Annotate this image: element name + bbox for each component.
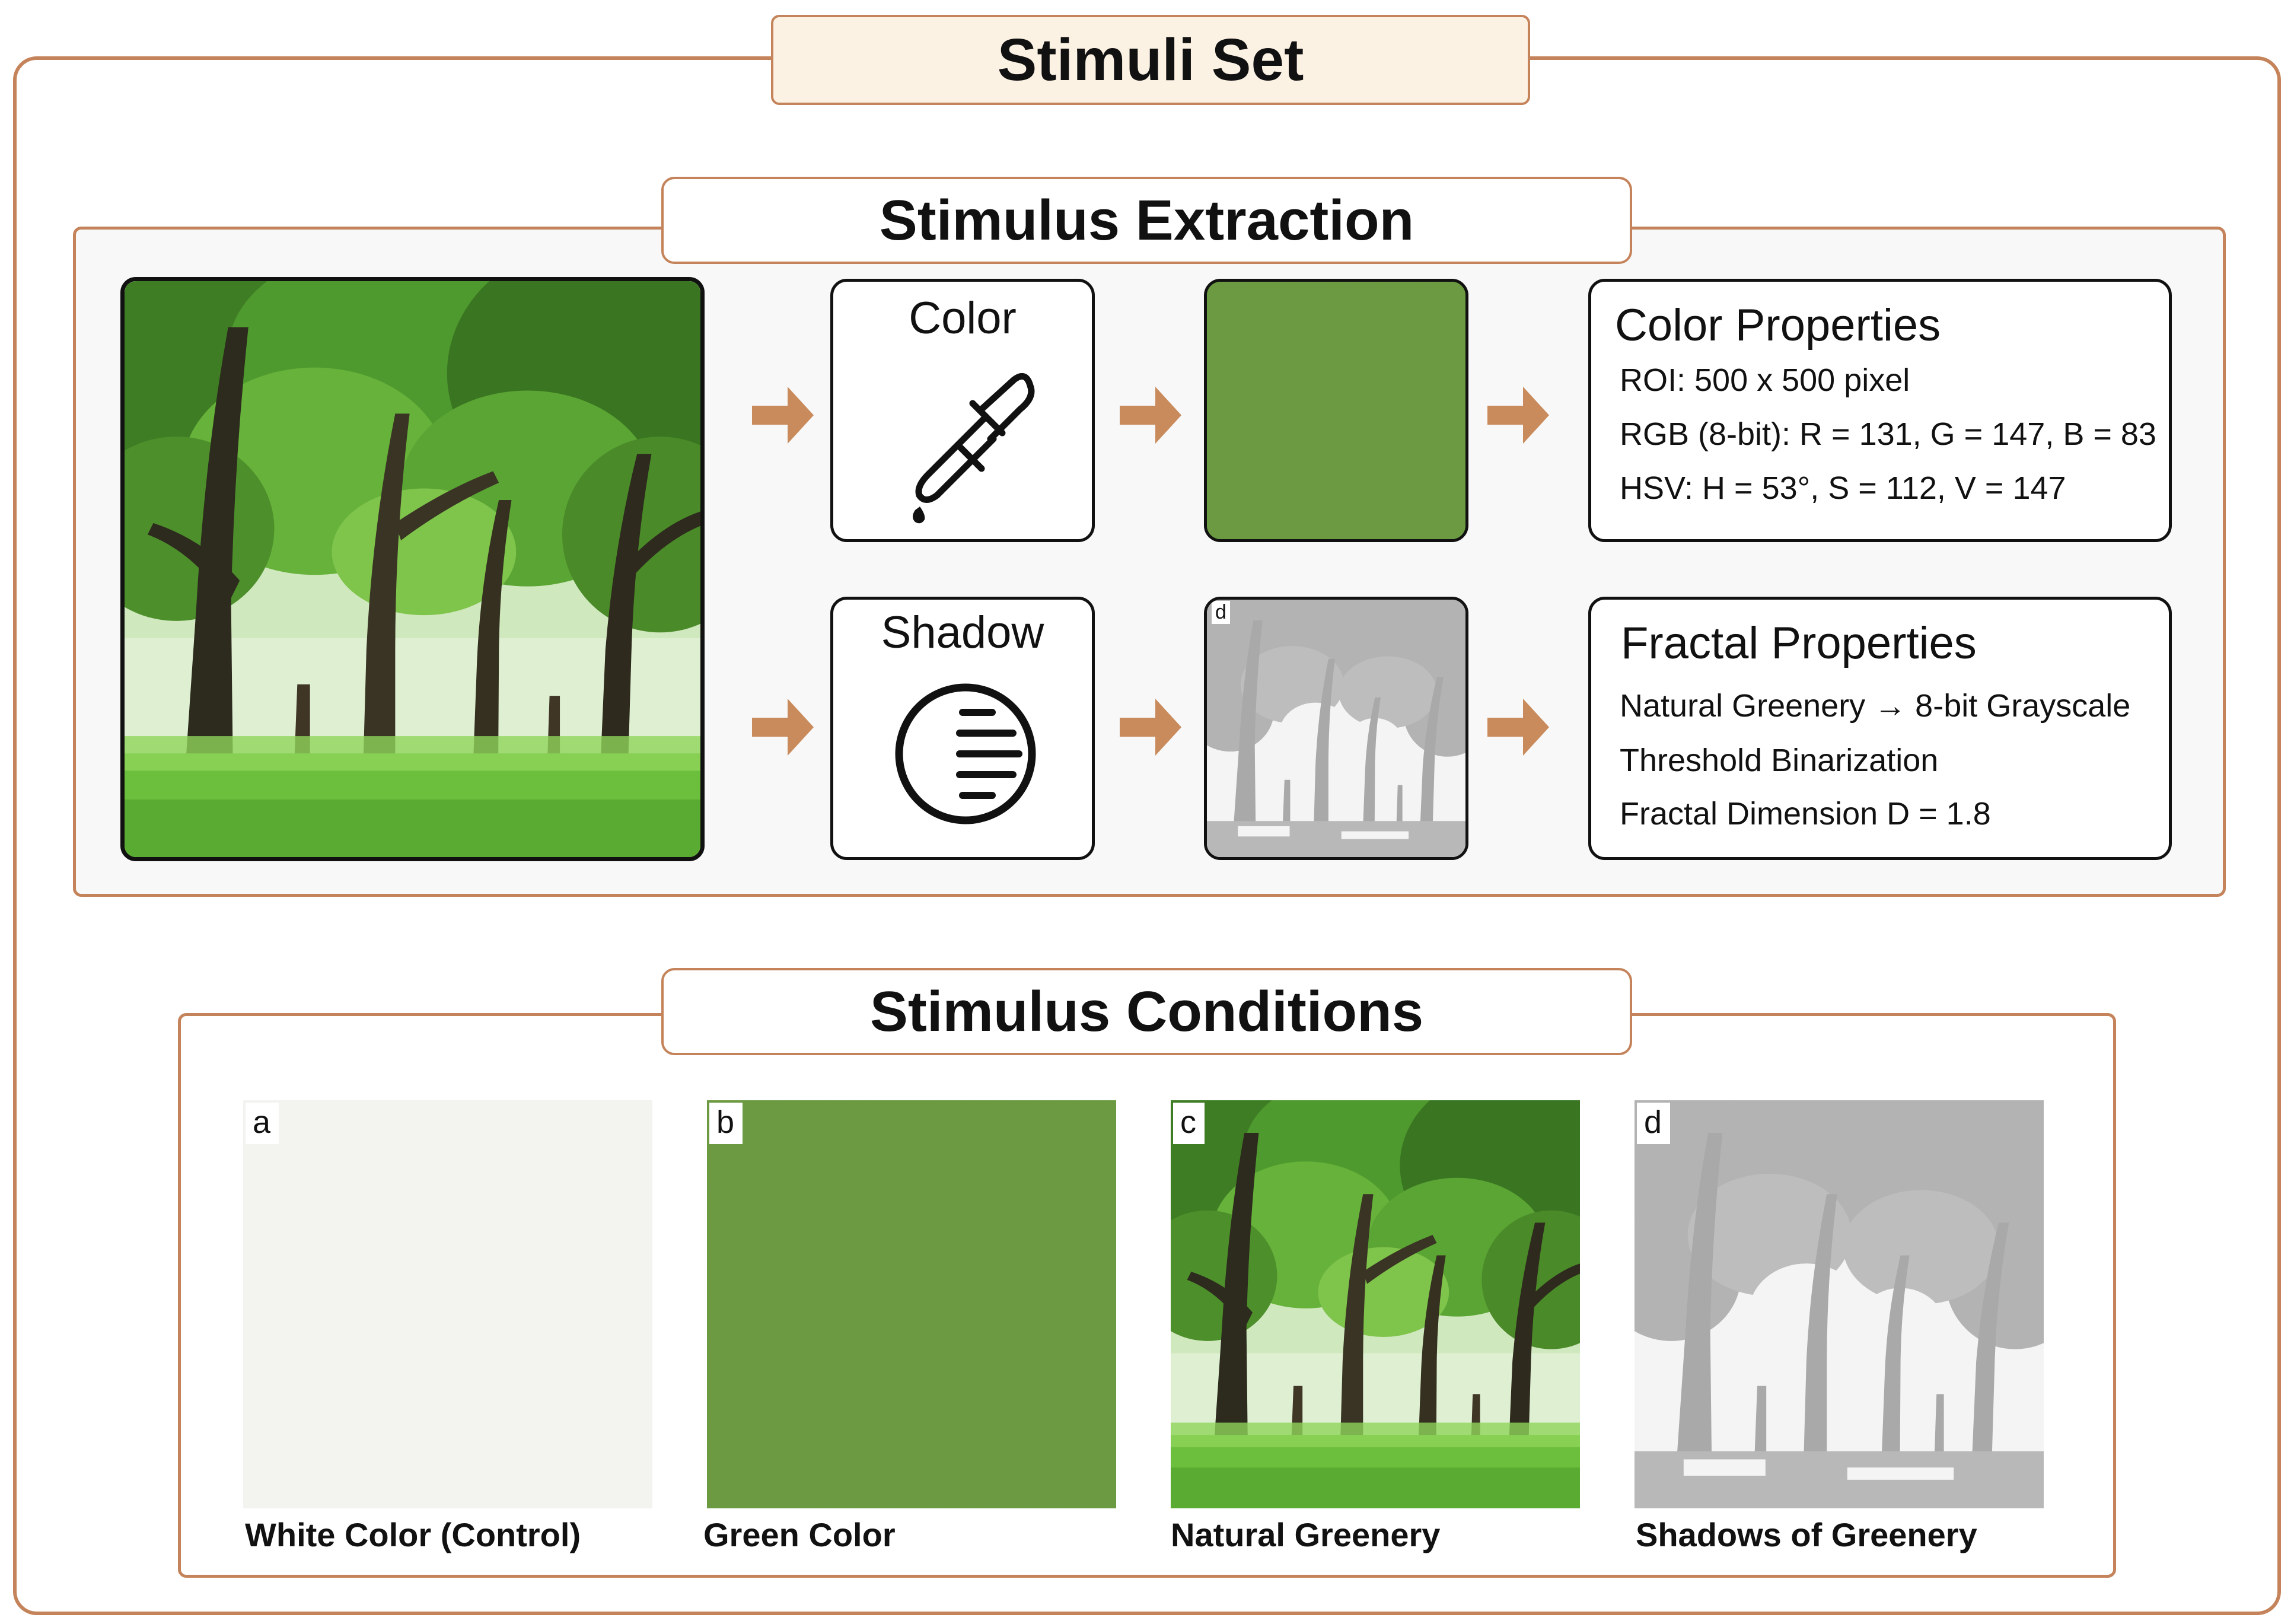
green-color-swatch xyxy=(1204,279,1468,542)
condition-caption-natural: Natural Greenery xyxy=(1171,1516,1441,1553)
arrow-to-fractal-properties xyxy=(1487,699,1549,756)
condition-caption-white: White Color (Control) xyxy=(245,1516,581,1553)
shadow-step-label: Shadow xyxy=(881,607,1044,658)
condition-caption-green: Green Color xyxy=(703,1516,896,1553)
condition-green-image: b xyxy=(707,1100,1116,1508)
condition-natural-greenery-image: c xyxy=(1171,1100,1580,1508)
arrow-to-color-swatch xyxy=(1120,387,1181,444)
condition-letter-a: a xyxy=(246,1103,279,1144)
fractal-property-threshold: Threshold Binarization xyxy=(1620,743,1939,778)
fractal-properties-box: Fractal Properties Natural Greenery → 8-… xyxy=(1588,597,2172,860)
shadow-step-box: Shadow xyxy=(830,597,1095,860)
eyedropper-icon xyxy=(913,372,1035,524)
condition-shadows-image: d xyxy=(1635,1100,2044,1508)
arrow-to-shadow-step xyxy=(752,699,814,756)
condition-white-image: a xyxy=(243,1100,652,1508)
extraction-title: Stimulus Extraction xyxy=(879,188,1414,252)
color-step-label: Color xyxy=(909,293,1017,343)
arrow-to-color-properties xyxy=(1487,387,1549,444)
color-property-roi: ROI: 500 x 500 pixel xyxy=(1620,362,1910,398)
arrow-to-color-step xyxy=(752,387,814,444)
arrow-to-shadow-thumb xyxy=(1120,699,1181,756)
main-title: Stimuli Set xyxy=(997,26,1304,93)
color-properties-box: Color Properties ROI: 500 x 500 pixel RG… xyxy=(1588,279,2172,542)
condition-caption-shadows: Shadows of Greenery xyxy=(1636,1516,1977,1553)
color-step-box: Color xyxy=(830,279,1095,542)
extraction-title-box: Stimulus Extraction xyxy=(661,177,1632,264)
conditions-title-box: Stimulus Conditions xyxy=(661,968,1632,1055)
main-title-box: Stimuli Set xyxy=(771,15,1530,105)
source-greenery-photo xyxy=(120,277,705,861)
shadow-thumbnail: d xyxy=(1204,597,1468,860)
condition-letter-b: b xyxy=(709,1103,743,1144)
color-properties-title: Color Properties xyxy=(1615,300,1941,351)
shadow-thumbnail-letter: d xyxy=(1212,601,1230,624)
color-property-hsv: HSV: H = 53°, S = 112, V = 147 xyxy=(1620,470,2066,506)
color-property-rgb: RGB (8-bit): R = 131, G = 147, B = 83 xyxy=(1620,416,2156,452)
fractal-property-grayscale: Natural Greenery → 8-bit Grayscale xyxy=(1620,688,2131,724)
conditions-title: Stimulus Conditions xyxy=(869,979,1424,1043)
condition-letter-c: c xyxy=(1173,1103,1205,1144)
shadow-circle-icon xyxy=(895,683,1036,824)
condition-letter-d: d xyxy=(1637,1103,1671,1144)
fractal-property-dimension: Fractal Dimension D = 1.8 xyxy=(1620,796,1991,832)
fractal-properties-title: Fractal Properties xyxy=(1621,618,1977,668)
